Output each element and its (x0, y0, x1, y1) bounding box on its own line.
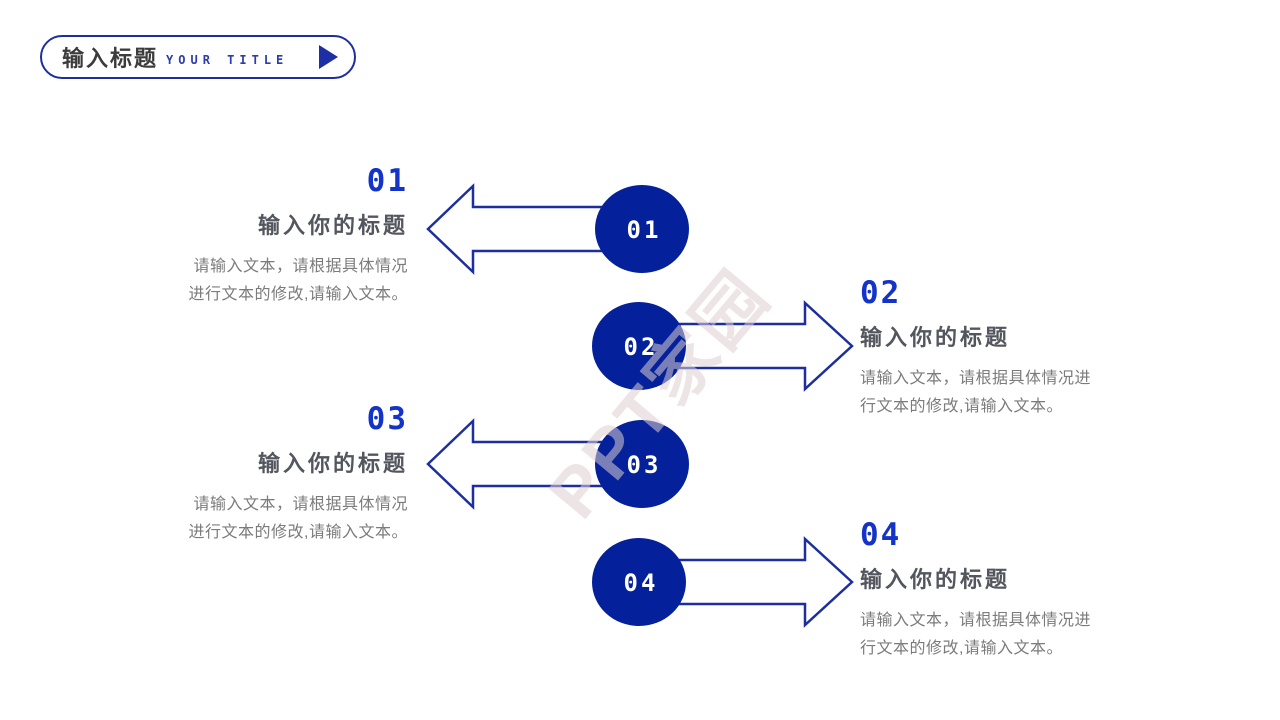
step2-body: 请输入文本，请根据具体情况进 行文本的修改,请输入文本。 (860, 365, 1200, 421)
circle-badge-step4: 04 (624, 569, 659, 597)
step4-body-line2: 行文本的修改,请输入文本。 (860, 640, 1063, 657)
circle-badge-step1: 01 (627, 216, 662, 244)
circle-step2 (592, 302, 686, 390)
play-triangle-icon (319, 45, 338, 69)
circle-badge-step3: 03 (627, 451, 662, 479)
step3-body-line2: 进行文本的修改,请输入文本。 (188, 524, 408, 541)
circle-step3 (595, 420, 689, 508)
step3-number: 03 (366, 401, 408, 437)
step1-body: 请输入文本，请根据具体情况 进行文本的修改,请输入文本。 (78, 253, 408, 309)
step4-body: 请输入文本，请根据具体情况进 行文本的修改,请输入文本。 (860, 607, 1200, 663)
step1-body-line2: 进行文本的修改,请输入文本。 (188, 286, 408, 303)
step2-number: 02 (860, 275, 902, 311)
step4-number: 04 (860, 517, 902, 553)
circle-step1 (595, 185, 689, 273)
step3-text-block: 03 输入你的标题 请输入文本，请根据具体情况 进行文本的修改,请输入文本。 (78, 402, 408, 547)
title-banner: 输入标题 YOUR TITLE (40, 35, 356, 79)
step4-body-line1: 请输入文本，请根据具体情况进 (860, 612, 1092, 629)
banner-title-cn: 输入标题 (62, 46, 159, 71)
step3-title: 输入你的标题 (257, 451, 408, 476)
step1-text-block: 01 输入你的标题 请输入文本，请根据具体情况 进行文本的修改,请输入文本。 (78, 164, 408, 309)
step1-title: 输入你的标题 (257, 213, 408, 238)
step1-body-line1: 请输入文本，请根据具体情况 (193, 258, 408, 275)
step4-title: 输入你的标题 (860, 567, 1011, 592)
step3-body-line1: 请输入文本，请根据具体情况 (193, 496, 408, 513)
banner-title-en: YOUR TITLE (166, 52, 289, 67)
step2-body-line2: 行文本的修改,请输入文本。 (860, 398, 1063, 415)
step2-title: 输入你的标题 (860, 325, 1011, 350)
step1-number: 01 (366, 163, 408, 199)
step3-body: 请输入文本，请根据具体情况 进行文本的修改,请输入文本。 (78, 491, 408, 547)
step2-text-block: 02 输入你的标题 请输入文本，请根据具体情况进 行文本的修改,请输入文本。 (860, 276, 1200, 421)
circle-badge-step2: 02 (624, 333, 659, 361)
step2-body-line1: 请输入文本，请根据具体情况进 (860, 370, 1092, 387)
step4-text-block: 04 输入你的标题 请输入文本，请根据具体情况进 行文本的修改,请输入文本。 (860, 518, 1200, 663)
circle-step4 (592, 538, 686, 626)
